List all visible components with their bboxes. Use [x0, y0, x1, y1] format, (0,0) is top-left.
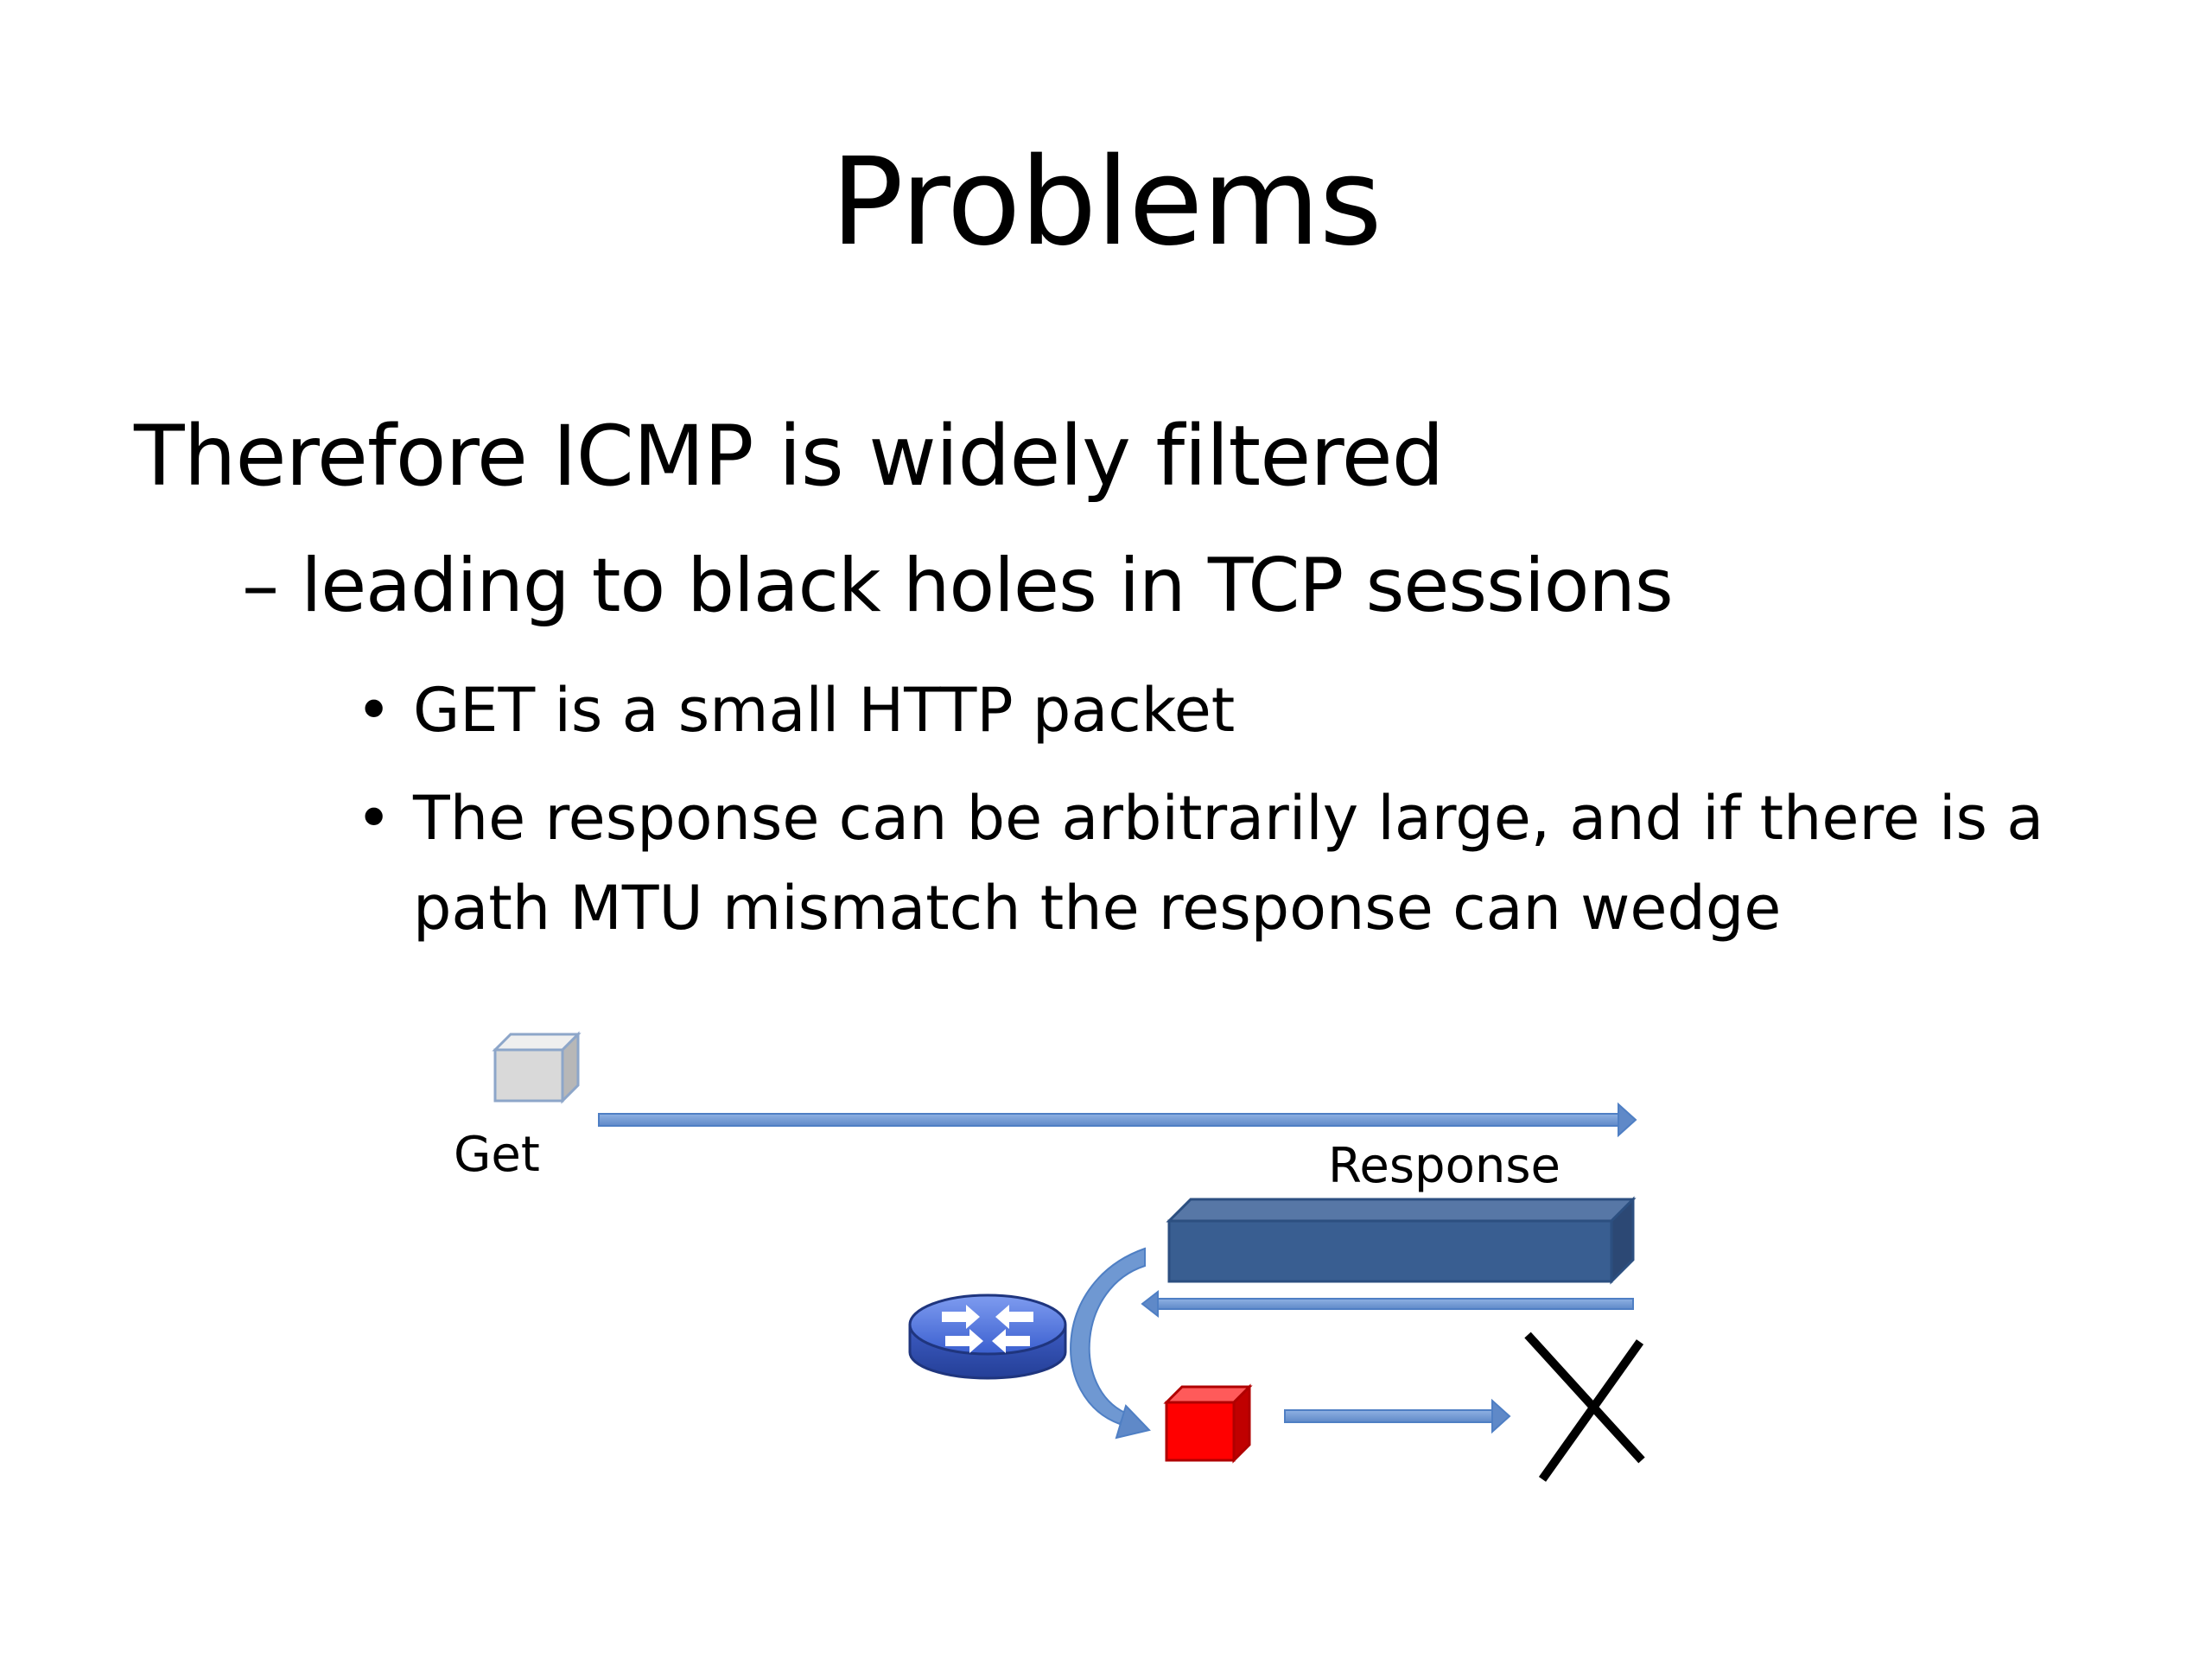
bullet-level-3-text: GET is a small HTTP packet — [413, 675, 1236, 746]
blocked-x-icon — [1524, 1332, 1645, 1482]
response-arrow — [1141, 1289, 1634, 1319]
bullet-level-2-marker: – — [242, 543, 279, 629]
bullet-level-1: Therefore ICMP is widely filtered — [134, 408, 1445, 505]
bullet-level-2-text: leading to black holes in TCP sessions — [301, 543, 1673, 629]
bullet-dot: • — [356, 783, 392, 854]
get-label: Get — [454, 1127, 540, 1183]
bullet-dot: • — [356, 675, 392, 746]
slide-title: Problems — [830, 132, 1382, 273]
bullet-level-2: – leading to black holes in TCP sessions — [242, 549, 1674, 623]
icmp-arrow — [1284, 1398, 1511, 1434]
bullet-level-3-text: The response can be arbitrarily large, a… — [413, 783, 2044, 944]
icmp-packet-icon — [1163, 1383, 1253, 1464]
small-packet-icon — [492, 1031, 582, 1104]
bullet-level-3-item: • GET is a small HTTP packet — [356, 665, 2119, 755]
curved-return-arrow — [1070, 1247, 1151, 1440]
large-packet-icon — [1166, 1196, 1637, 1285]
bullet-level-3-item: • The response can be arbitrarily large,… — [356, 773, 2119, 953]
router-icon — [908, 1294, 1067, 1380]
get-arrow — [598, 1102, 1637, 1138]
response-label: Response — [1328, 1138, 1560, 1194]
